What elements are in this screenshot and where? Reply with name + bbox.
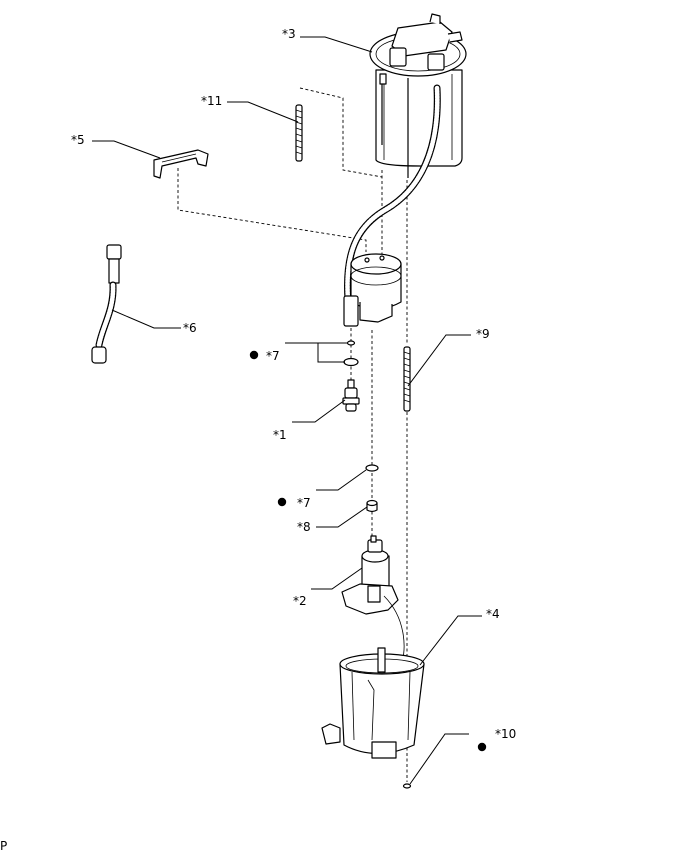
fuel-pump-2 [341,535,405,663]
fuel-sender-top-cover [369,13,467,178]
fuel-filter [343,253,402,327]
marker-dot [249,350,259,360]
callout-4: *4 [486,607,500,621]
non-reusable-markers [249,350,487,752]
o-rings-7 [343,340,379,472]
callout-11: *11 [201,94,222,108]
bracket-5 [153,149,209,179]
callout-1: *1 [273,428,287,442]
corner-code: P [0,839,7,852]
sub-tank-4 [321,647,425,759]
callout-labels: *3 *11 *5 *6 *9 *7 *1 *7 *8 *2 *4 *10 P [0,27,516,852]
rod-11 [295,104,303,162]
marker-dot [477,742,487,752]
callout-3: *3 [282,27,296,41]
clip-10 [402,783,412,789]
callout-2: *2 [293,594,307,608]
callout-7-lower: *7 [297,496,311,510]
callout-9: *9 [476,327,490,341]
marker-dot [277,497,287,507]
valve-1 [342,379,360,412]
callout-10: *10 [495,727,516,741]
callout-6: *6 [183,321,197,335]
callout-8: *8 [297,520,311,534]
fuel-hose [344,84,441,304]
wire-harness-6 [91,244,122,364]
leader-lines [92,36,482,785]
rod-9 [403,346,411,412]
callout-5: *5 [71,133,85,147]
callout-7-upper: *7 [266,349,280,363]
collar-8 [366,499,378,513]
